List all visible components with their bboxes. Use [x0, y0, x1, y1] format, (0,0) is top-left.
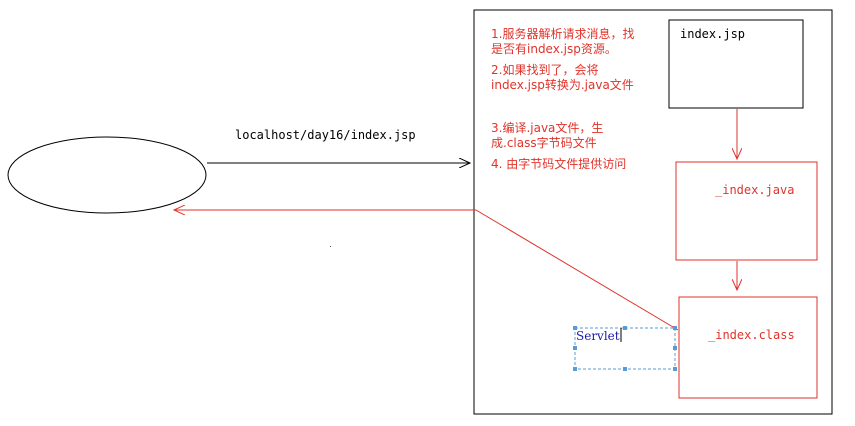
step-2-line-2: index.jsp转换为.java文件: [491, 78, 634, 92]
selection-handles[interactable]: [573, 326, 677, 371]
step-4-note: 4. 由字节码文件提供访问: [491, 157, 626, 172]
index-java-label: _index.java: [715, 183, 795, 197]
step-1-line-2: 是否有index.jsp资源。: [491, 42, 617, 56]
servlet-label[interactable]: Servlet: [576, 329, 620, 343]
step-2-note: 2.如果找到了，会将 index.jsp转换为.java文件: [491, 63, 634, 93]
stray-dot: [330, 246, 331, 247]
index-class-box: [678, 296, 818, 399]
index-jsp-box: [668, 19, 804, 109]
step-2-line-1: 2.如果找到了，会将: [491, 63, 599, 77]
index-class-label: _index.class: [708, 328, 795, 342]
request-url-label: localhost/day16/index.jsp: [235, 128, 416, 142]
response-diagonal-line: [475, 209, 679, 331]
step-4-line-1: 4. 由字节码文件提供访问: [491, 157, 627, 171]
server-container: [473, 9, 833, 415]
step-1-line-1: 1.服务器解析请求消息，找: [491, 27, 635, 41]
step-3-note: 3.编译.java文件，生 成.class字节码文件: [491, 121, 603, 151]
browser-ellipse: [7, 136, 207, 214]
index-jsp-label: index.jsp: [680, 27, 746, 41]
index-java-box: [675, 161, 818, 261]
step-1-note: 1.服务器解析请求消息，找 是否有index.jsp资源。: [491, 27, 634, 57]
step-3-line-2: 成.class字节码文件: [491, 136, 597, 150]
step-3-line-1: 3.编译.java文件，生: [491, 121, 604, 135]
